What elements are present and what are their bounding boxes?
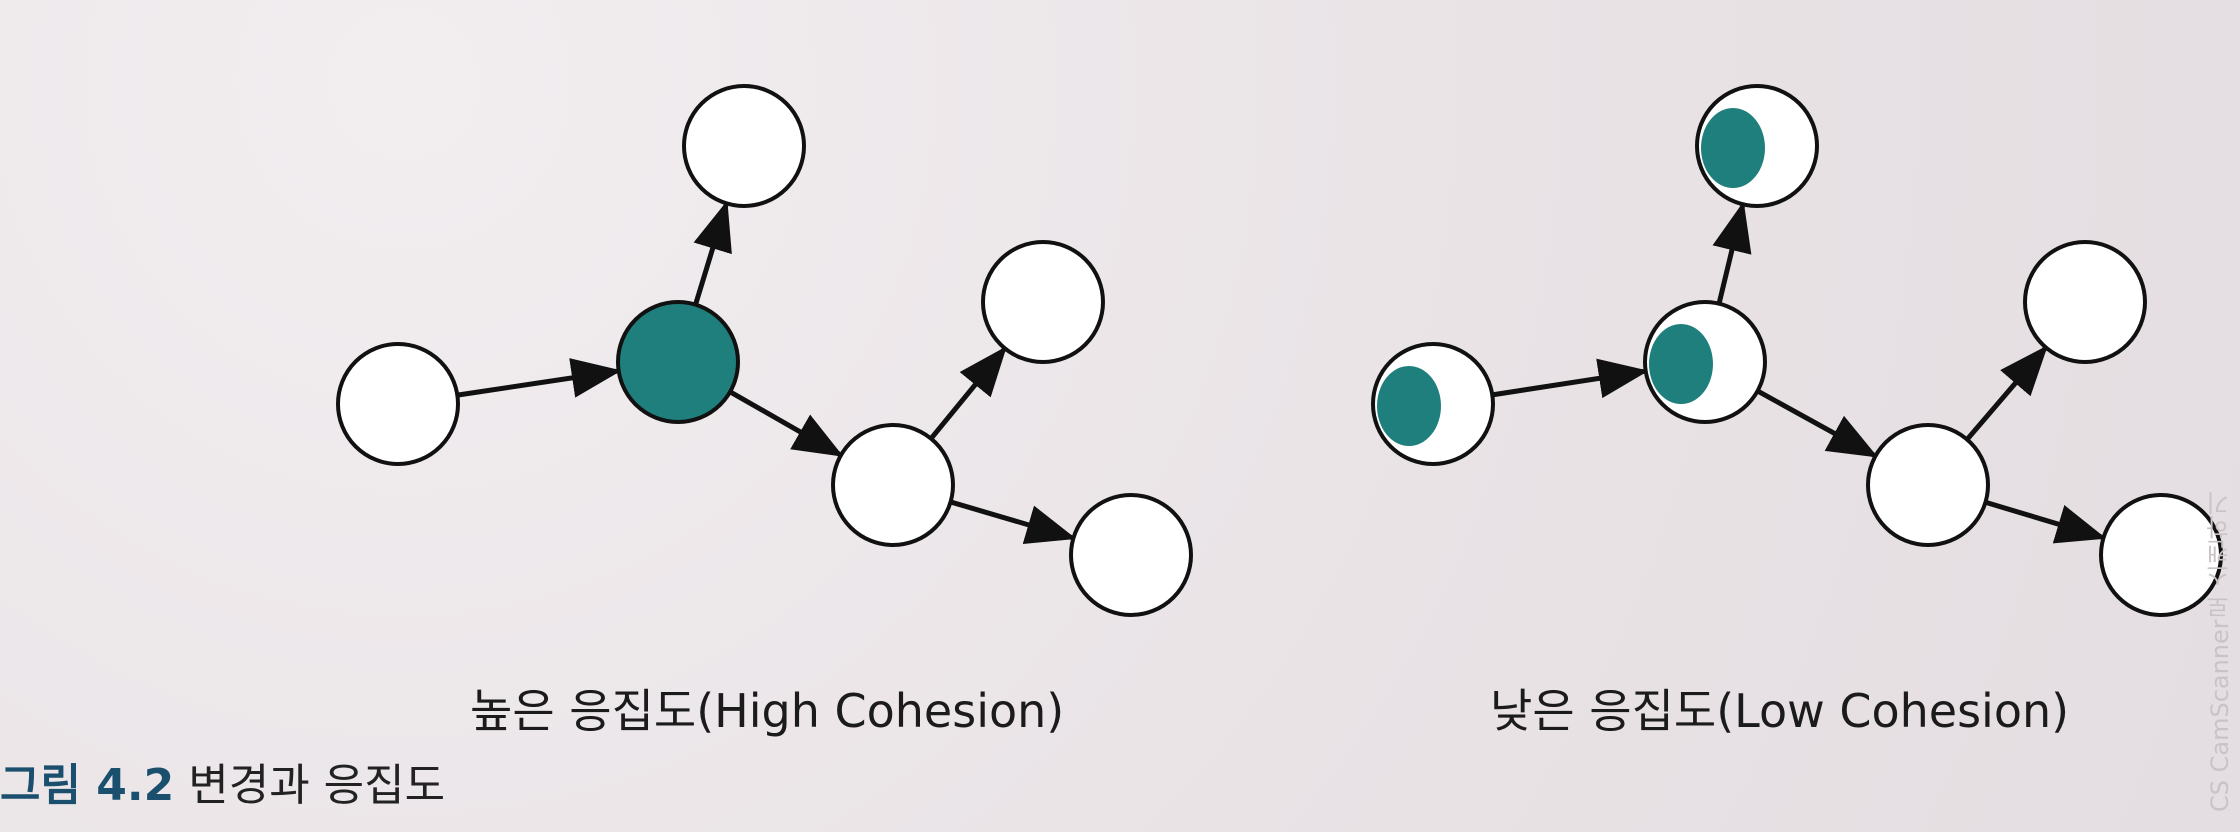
figure-label: 그림 4.2 — [0, 760, 175, 811]
low-edge-a-b — [1491, 358, 1649, 399]
figure-title: 변경과 응집도 — [188, 760, 446, 811]
low-node-f — [2099, 493, 2223, 617]
high-cohesion-caption: 높은 응집도(High Cohesion) — [470, 684, 1065, 738]
low-edge-d-e — [1965, 345, 2048, 442]
low-edge-d-f — [1984, 499, 2107, 544]
high-edge-a-b — [456, 358, 622, 398]
high-cohesion-graph — [336, 84, 1193, 617]
low-node-c-partial-fill — [1701, 108, 1765, 188]
low-node-b-partial-fill — [1649, 324, 1713, 404]
scanner-watermark: CS CamScanner로 스캔하기 — [2206, 491, 2234, 812]
high-node-d — [831, 423, 955, 547]
low-node-d — [1866, 423, 1990, 547]
high-node-e — [981, 240, 1105, 364]
low-cohesion-caption: 낮은 응집도(Low Cohesion) — [1490, 684, 2070, 738]
low-edge-b-c — [1712, 201, 1752, 305]
high-node-b — [616, 300, 740, 424]
high-edge-d-f — [949, 499, 1077, 544]
high-node-c — [682, 84, 806, 208]
low-node-a-partial-fill — [1377, 366, 1441, 446]
low-edge-b-d — [1756, 388, 1879, 458]
high-node-a — [336, 342, 460, 466]
high-node-f — [1069, 493, 1193, 617]
high-edge-b-d — [728, 389, 844, 457]
high-edge-b-c — [693, 200, 732, 306]
low-cohesion-graph — [1371, 84, 2223, 617]
high-edge-d-e — [929, 346, 1007, 441]
low-node-e — [2023, 240, 2147, 364]
